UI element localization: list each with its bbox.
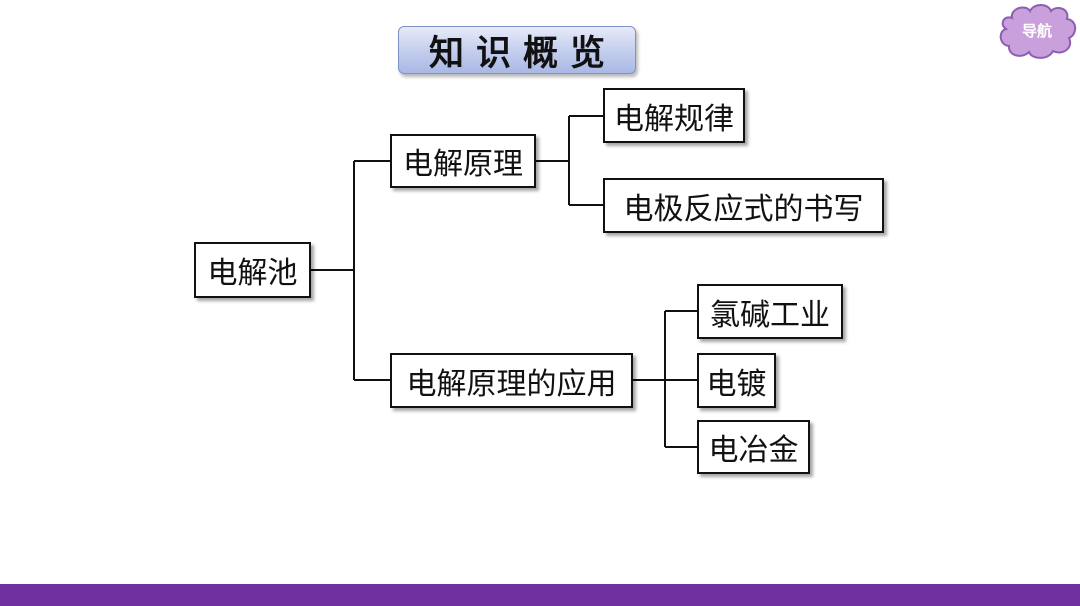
- node-electrometallurgy: 电冶金: [697, 420, 810, 474]
- node-electrode-equations: 电极反应式的书写: [603, 178, 884, 233]
- node-electroplating: 电镀: [697, 353, 776, 408]
- cloud-icon: [999, 4, 1077, 59]
- node-root: 电解池: [194, 242, 311, 298]
- nav-button[interactable]: 导航: [996, 2, 1078, 62]
- nav-label: 导航: [1021, 21, 1052, 40]
- node-branch-principle: 电解原理: [390, 134, 536, 188]
- page-title: 知识概览: [398, 26, 636, 74]
- node-chlor-alkali: 氯碱工业: [697, 284, 843, 339]
- node-branch-applications: 电解原理的应用: [390, 353, 633, 408]
- bottom-bar: [0, 584, 1080, 606]
- node-electrolysis-rules: 电解规律: [603, 88, 745, 143]
